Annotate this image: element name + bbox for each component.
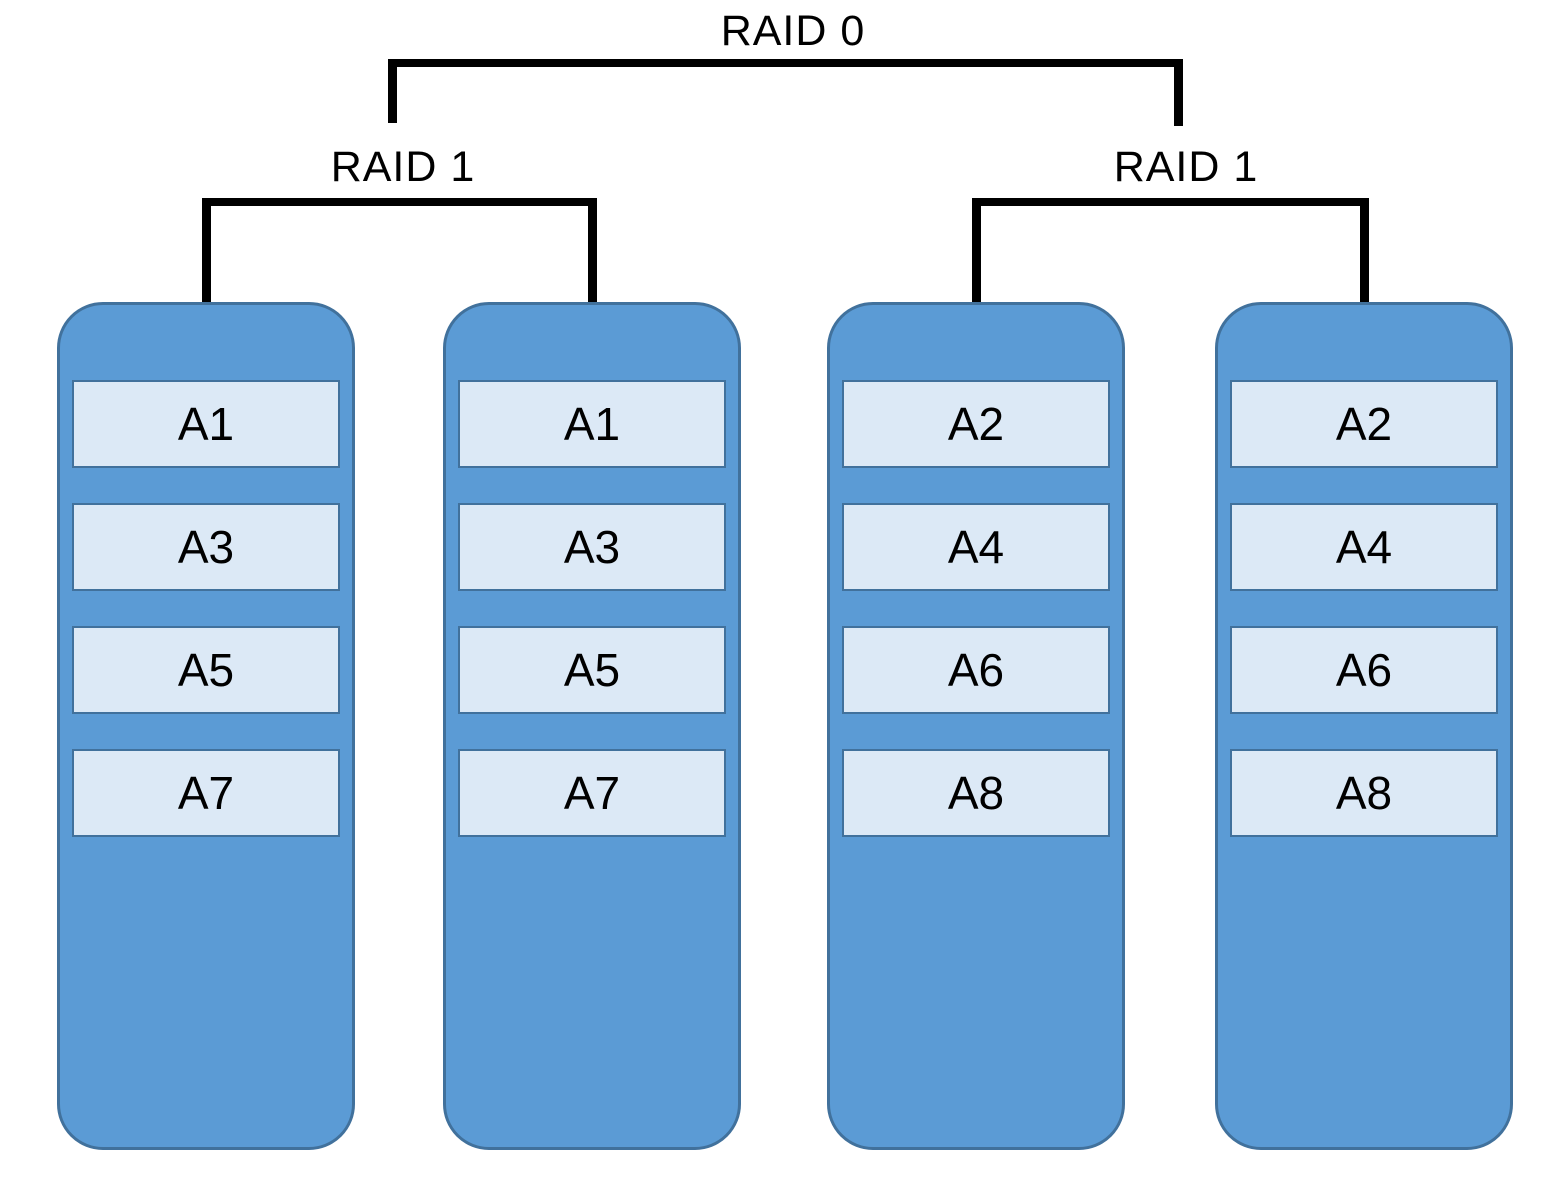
disk-1-block: A5 xyxy=(72,626,340,714)
disk-4-block: A8 xyxy=(1230,749,1498,837)
raid1-right-bracket-left-tick xyxy=(972,198,981,305)
disk-1-block: A7 xyxy=(72,749,340,837)
disk-4-block: A2 xyxy=(1230,380,1498,468)
disk-2-block: A1 xyxy=(458,380,726,468)
disk-2-block: A5 xyxy=(458,626,726,714)
disk-4: A2 A4 A6 A8 xyxy=(1215,302,1513,1150)
raid1-left-bracket-left-tick xyxy=(202,198,211,305)
raid1-left-label: RAID 1 xyxy=(330,143,476,191)
raid1-right-bracket-right-tick xyxy=(1360,198,1369,305)
raid1-left-bracket-right-tick xyxy=(588,198,597,305)
disk-1-block: A3 xyxy=(72,503,340,591)
disk-1-block: A1 xyxy=(72,380,340,468)
disk-3-block: A6 xyxy=(842,626,1110,714)
disk-2-block: A7 xyxy=(458,749,726,837)
disk-3-block: A4 xyxy=(842,503,1110,591)
raid0-bracket-hline xyxy=(392,59,1179,67)
raid1-left-bracket-hline xyxy=(206,198,597,206)
raid1-right-bracket-hline xyxy=(972,198,1369,206)
raid0-bracket-left-tick xyxy=(388,59,397,123)
disk-1: A1 A3 A5 A7 xyxy=(57,302,355,1150)
disk-2: A1 A3 A5 A7 xyxy=(443,302,741,1150)
raid0-bracket-right-tick xyxy=(1174,59,1183,126)
disk-3: A2 A4 A6 A8 xyxy=(827,302,1125,1150)
disk-4-block: A4 xyxy=(1230,503,1498,591)
raid1-right-label: RAID 1 xyxy=(1113,143,1259,191)
disk-3-block: A2 xyxy=(842,380,1110,468)
disk-2-block: A3 xyxy=(458,503,726,591)
disk-3-block: A8 xyxy=(842,749,1110,837)
disk-4-block: A6 xyxy=(1230,626,1498,714)
raid0-label: RAID 0 xyxy=(720,7,866,55)
